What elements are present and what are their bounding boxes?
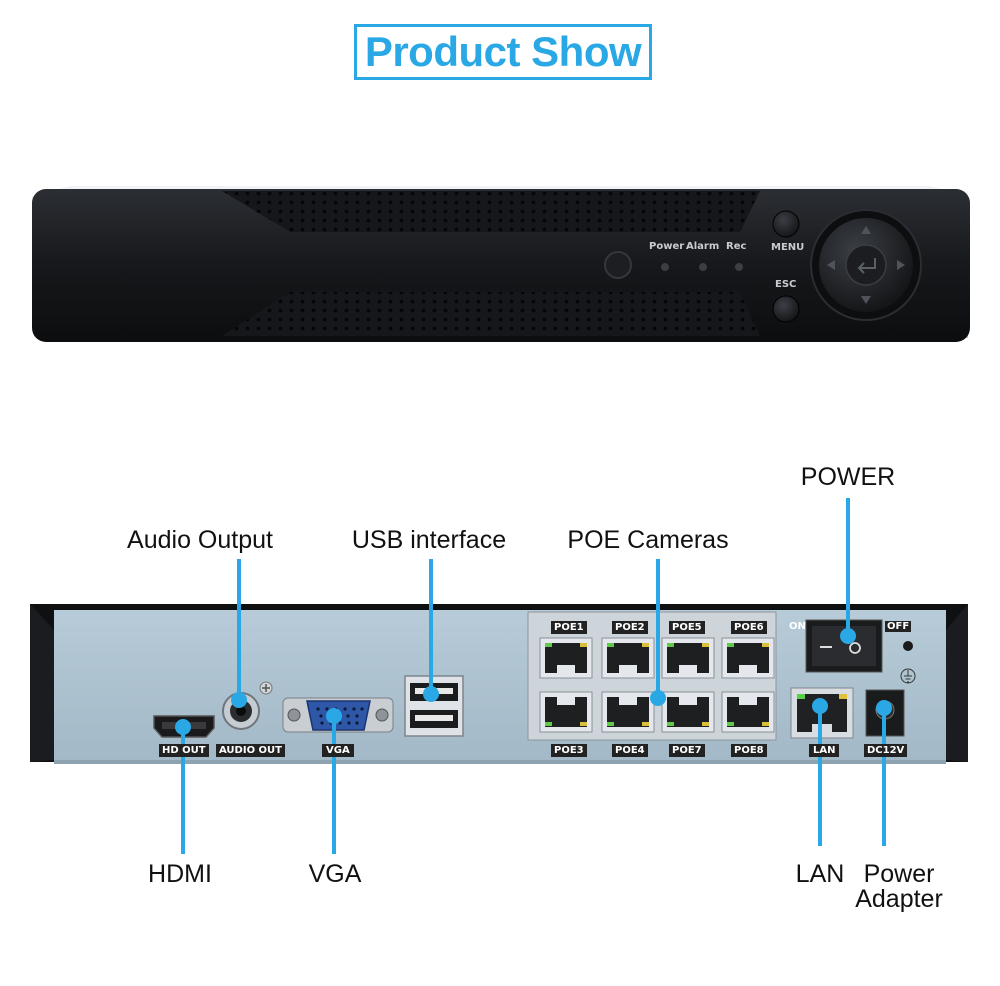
callout-lan: LAN (795, 860, 845, 888)
back-panel (30, 604, 968, 764)
rj45-port-icon (661, 691, 715, 733)
poe-label: POE2 (612, 621, 648, 634)
menu-button-icon (772, 210, 800, 238)
led-label-rec: Rec (726, 241, 747, 252)
front-panel (32, 186, 970, 342)
switch-on-label: ON (789, 621, 806, 632)
ground-symbol-icon (900, 668, 916, 684)
poe-label: POE4 (612, 744, 648, 757)
callout-power: POWER (800, 463, 896, 491)
hdmi-port-label: HD OUT (159, 744, 209, 757)
rj45-port-icon (601, 637, 655, 679)
power-switch-icon (805, 619, 883, 673)
dc-port-label: DC12V (864, 744, 908, 757)
callout-lines (175, 498, 892, 854)
dpad-icon (810, 209, 922, 321)
poe-label: POE8 (731, 744, 767, 757)
power-led-icon (661, 263, 669, 271)
title-box: Product Show (354, 24, 652, 80)
rec-led-icon (735, 263, 743, 271)
callout-poe-cameras: POE Cameras (567, 526, 729, 554)
callout-usb-interface: USB interface (351, 526, 507, 554)
alarm-led-icon (699, 263, 707, 271)
menu-label: MENU (771, 242, 805, 253)
poe-label: POE6 (731, 621, 767, 634)
audio-port-label: AUDIO OUT (216, 744, 285, 757)
rj45-port-icon (661, 637, 715, 679)
poe-ports-block (527, 611, 777, 741)
ground-screw-icon (259, 681, 273, 695)
switch-off-label: OFF (885, 621, 912, 632)
led-label-power: Power (649, 241, 685, 252)
poe-label: POE5 (669, 621, 705, 634)
callout-vga: VGA (308, 860, 362, 888)
esc-button-icon (772, 295, 800, 323)
poe-label: POE7 (669, 744, 705, 757)
rj45-port-icon (539, 691, 593, 733)
ir-sensor (604, 251, 632, 279)
rj45-port-icon (721, 637, 775, 679)
vga-port-label: VGA (322, 744, 354, 757)
page-title: Product Show (364, 28, 642, 75)
led-label-alarm: Alarm (686, 241, 720, 252)
rj45-port-icon (721, 691, 775, 733)
rj45-port-icon (601, 691, 655, 733)
callout-power-adapter-line2: Adapter (855, 885, 943, 913)
callout-audio-output: Audio Output (127, 526, 273, 554)
upper-vent (222, 191, 760, 232)
rj45-port-icon (539, 637, 593, 679)
reset-hole-icon (903, 641, 913, 651)
lower-vent (222, 292, 760, 336)
poe-label: POE3 (551, 744, 587, 757)
callout-hdmi: HDMI (148, 860, 212, 888)
poe-label: POE1 (551, 621, 587, 634)
usb-ports-icon (404, 675, 464, 737)
lan-port-label: LAN (809, 744, 840, 757)
esc-label: ESC (775, 279, 797, 290)
callout-power-adapter-line1: Power (863, 860, 935, 888)
